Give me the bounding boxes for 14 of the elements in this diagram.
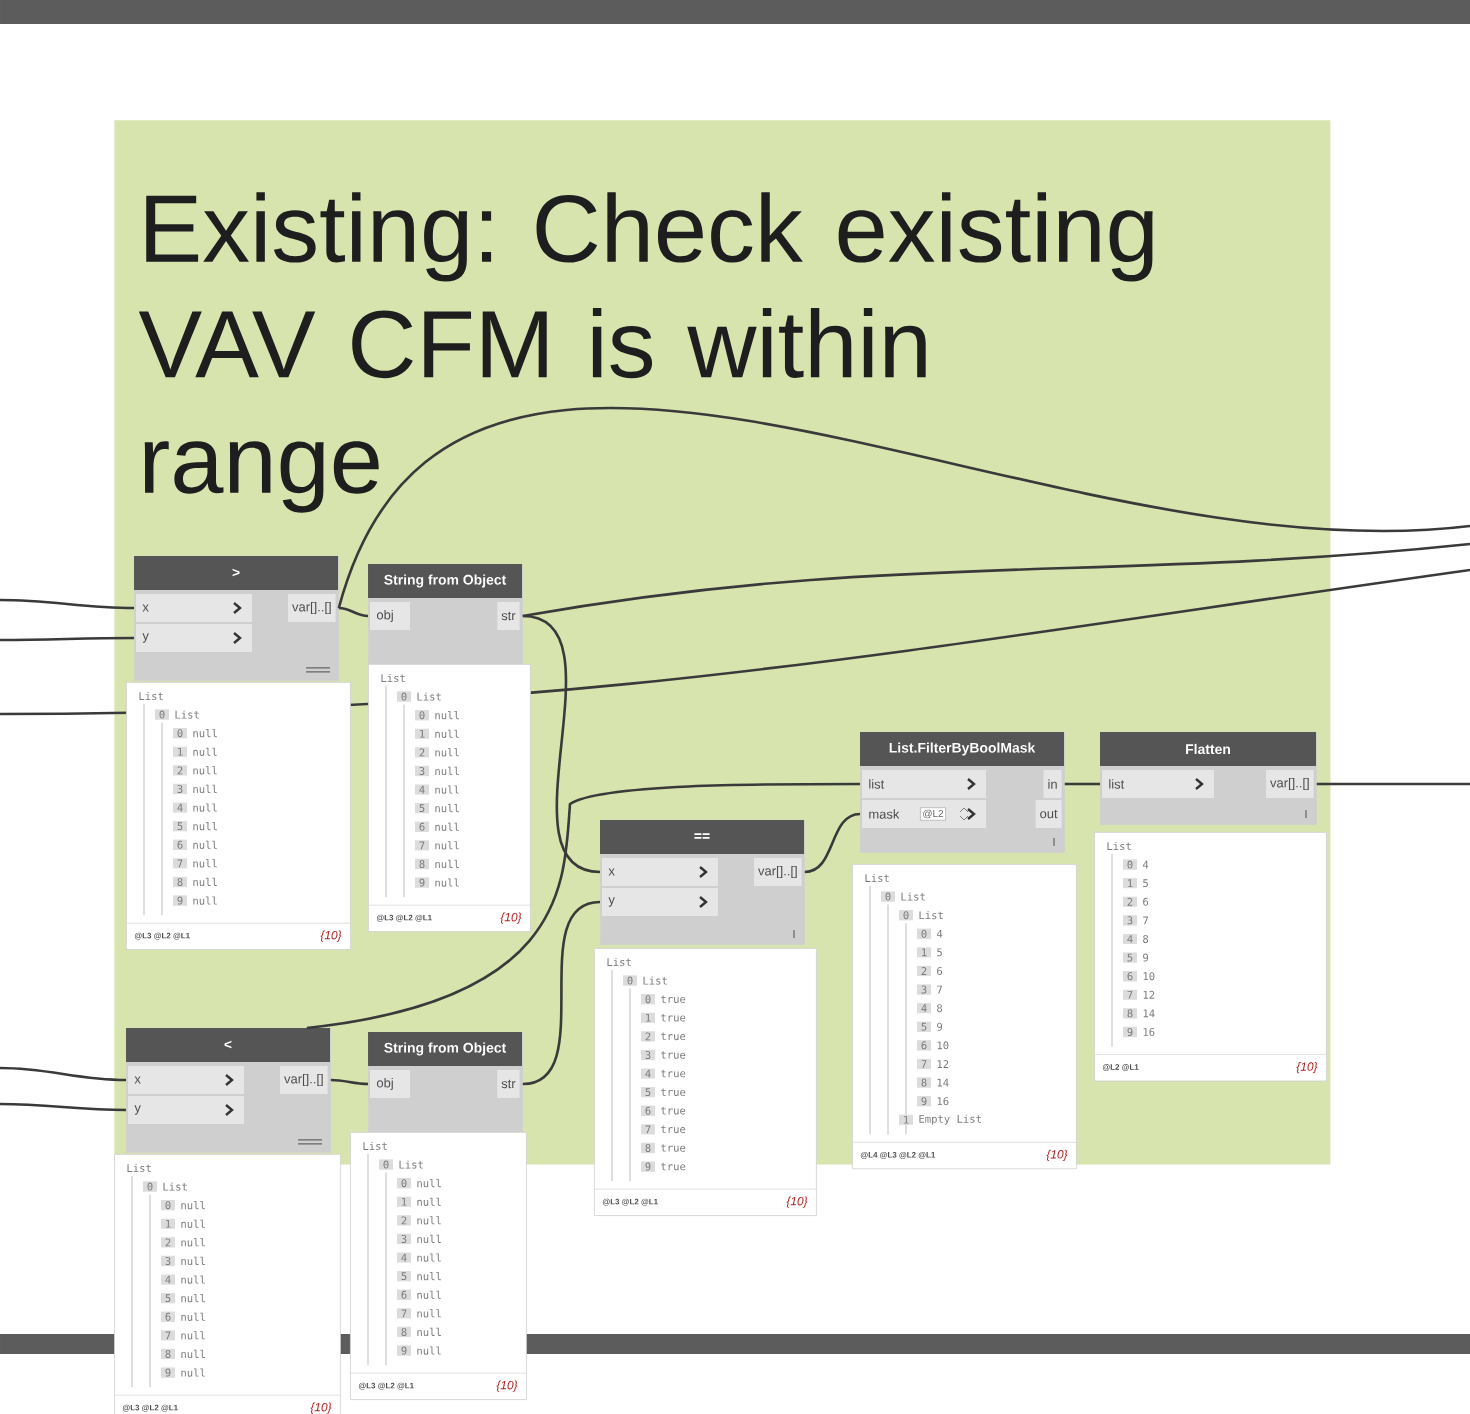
wire — [1316, 782, 1470, 786]
wire — [0, 1102, 127, 1112]
wire — [522, 614, 601, 874]
wire — [337, 407, 1470, 609]
wire — [522, 900, 601, 1086]
wire — [338, 606, 369, 618]
wire — [0, 1066, 127, 1082]
wire — [0, 598, 135, 610]
wire — [0, 636, 134, 642]
wire — [330, 1078, 369, 1086]
wire — [804, 812, 861, 874]
wire — [1064, 782, 1100, 786]
wire — [306, 782, 860, 1030]
wire — [522, 542, 1470, 618]
